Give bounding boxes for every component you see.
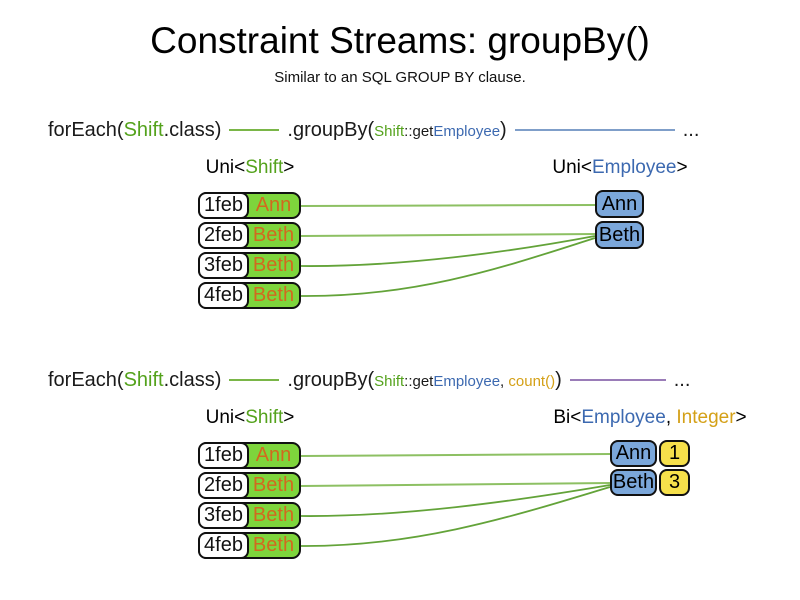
d2-right-label-prefix: Bi< [553, 407, 582, 428]
code-line-1: forEach(Shift.class) .groupBy(Shift::get… [48, 117, 699, 143]
employee-group-box: Beth [610, 469, 657, 496]
d2-left-label-prefix: Uni< [205, 407, 246, 428]
shift-class-name: Shift [123, 118, 164, 141]
table-row: 3feb Beth [198, 252, 301, 279]
d1-left-label: Uni<Shift> [150, 157, 350, 179]
d1-line-3feb-beth [300, 235, 596, 267]
table-row: 1feb Ann [198, 192, 301, 219]
date-cell: 1feb [198, 442, 249, 469]
group-pair-row: Ann 1 [610, 440, 690, 467]
ellipsis-1: ... [682, 118, 700, 141]
d1-left-label-type: Shift [245, 157, 284, 178]
d2-line-4feb-beth [300, 486, 611, 547]
stream-line-green [229, 129, 280, 131]
stream-line-green [229, 379, 280, 381]
employee-group-box: Ann [595, 190, 644, 218]
page-title: Constraint Streams: groupBy() [150, 20, 650, 61]
shift-class-name: Shift [123, 368, 164, 391]
d1-shift-table: 1feb Ann 2feb Beth 3feb Beth 4feb Beth [198, 192, 301, 312]
d1-left-label-prefix: Uni< [205, 157, 246, 178]
groupby-close: ) [555, 368, 562, 391]
employee-group-box: Ann [610, 440, 657, 467]
employee-cell: Beth [252, 534, 295, 556]
param-count-function: count() [508, 372, 556, 390]
ellipsis-2: ... [673, 368, 691, 391]
employee-cell: Ann [255, 444, 292, 466]
foreach-call-2: forEach(Shift.class) [48, 369, 221, 392]
d1-group-column: Ann Beth [595, 190, 644, 249]
d2-right-label-type1: Employee [581, 407, 666, 428]
foreach-open: forEach( [48, 368, 124, 391]
table-row: 1feb Ann [198, 442, 301, 469]
d2-line-1feb-ann [300, 453, 612, 457]
d2-right-label: Bi<Employee, Integer> [510, 407, 790, 429]
employee-cell: Beth [252, 254, 295, 276]
stream-line-purple [569, 379, 666, 381]
date-cell: 3feb [198, 502, 249, 529]
param-class: Shift [374, 372, 405, 390]
date-cell: 2feb [198, 222, 249, 249]
d2-line-3feb-beth [300, 484, 611, 517]
table-row: 4feb Beth [198, 532, 301, 559]
date-cell: 3feb [198, 252, 249, 279]
table-row: 3feb Beth [198, 502, 301, 529]
param-separator: , [500, 372, 509, 390]
d2-group-column: Ann 1 Beth 3 [610, 440, 690, 498]
table-row: 2feb Beth [198, 222, 301, 249]
groupby-open: .groupBy( [287, 118, 375, 141]
groupby-call-2: .groupBy(Shift::getEmployee, count()) [287, 369, 561, 392]
d1-right-label: Uni<Employee> [520, 157, 720, 179]
employee-group-box: Beth [595, 221, 644, 249]
employee-cell: Beth [252, 224, 295, 246]
d2-shift-table: 1feb Ann 2feb Beth 3feb Beth 4feb Beth [198, 442, 301, 562]
foreach-open: forEach( [48, 118, 124, 141]
d2-left-label-suffix: > [283, 407, 295, 428]
date-cell: 4feb [198, 282, 249, 309]
param-accessor: ::get [404, 122, 434, 140]
groupby-call-1: .groupBy(Shift::getEmployee) [287, 119, 506, 142]
d2-line-2feb-beth [300, 482, 612, 487]
group-pair-row: Beth 3 [610, 469, 690, 496]
param-property: Employee [433, 372, 501, 390]
d1-right-label-prefix: Uni< [552, 157, 592, 178]
d1-left-label-suffix: > [283, 157, 295, 178]
groupby-close: ) [500, 118, 507, 141]
d2-left-label: Uni<Shift> [150, 407, 350, 429]
table-row: 4feb Beth [198, 282, 301, 309]
employee-cell: Beth [252, 284, 295, 306]
count-box: 3 [659, 469, 690, 496]
foreach-close: .class) [163, 118, 222, 141]
d1-right-label-suffix: > [676, 157, 688, 178]
employee-cell: Ann [255, 194, 292, 216]
stream-line-blue [514, 129, 675, 131]
employee-cell: Beth [252, 474, 295, 496]
param-accessor: ::get [404, 372, 434, 390]
employee-cell: Beth [252, 504, 295, 526]
param-class: Shift [374, 122, 405, 140]
d2-right-label-separator: , [665, 407, 677, 428]
date-cell: 2feb [198, 472, 249, 499]
d1-line-2feb-beth [300, 233, 597, 237]
d2-right-label-type2: Integer [676, 407, 736, 428]
d1-right-label-type: Employee [592, 157, 677, 178]
d2-right-label-suffix: > [735, 407, 747, 428]
param-property: Employee [433, 122, 501, 140]
foreach-call-1: forEach(Shift.class) [48, 119, 221, 142]
table-row: 2feb Beth [198, 472, 301, 499]
code-line-2: forEach(Shift.class) .groupBy(Shift::get… [48, 367, 690, 393]
groupby-open: .groupBy( [287, 368, 375, 391]
page-subtitle: Similar to an SQL GROUP BY clause. [274, 69, 526, 86]
d1-line-1feb-ann [300, 204, 597, 207]
date-cell: 4feb [198, 532, 249, 559]
d2-left-label-type: Shift [245, 407, 284, 428]
count-box: 1 [659, 440, 690, 467]
foreach-close: .class) [163, 368, 222, 391]
date-cell: 1feb [198, 192, 249, 219]
d1-line-4feb-beth [300, 237, 596, 297]
